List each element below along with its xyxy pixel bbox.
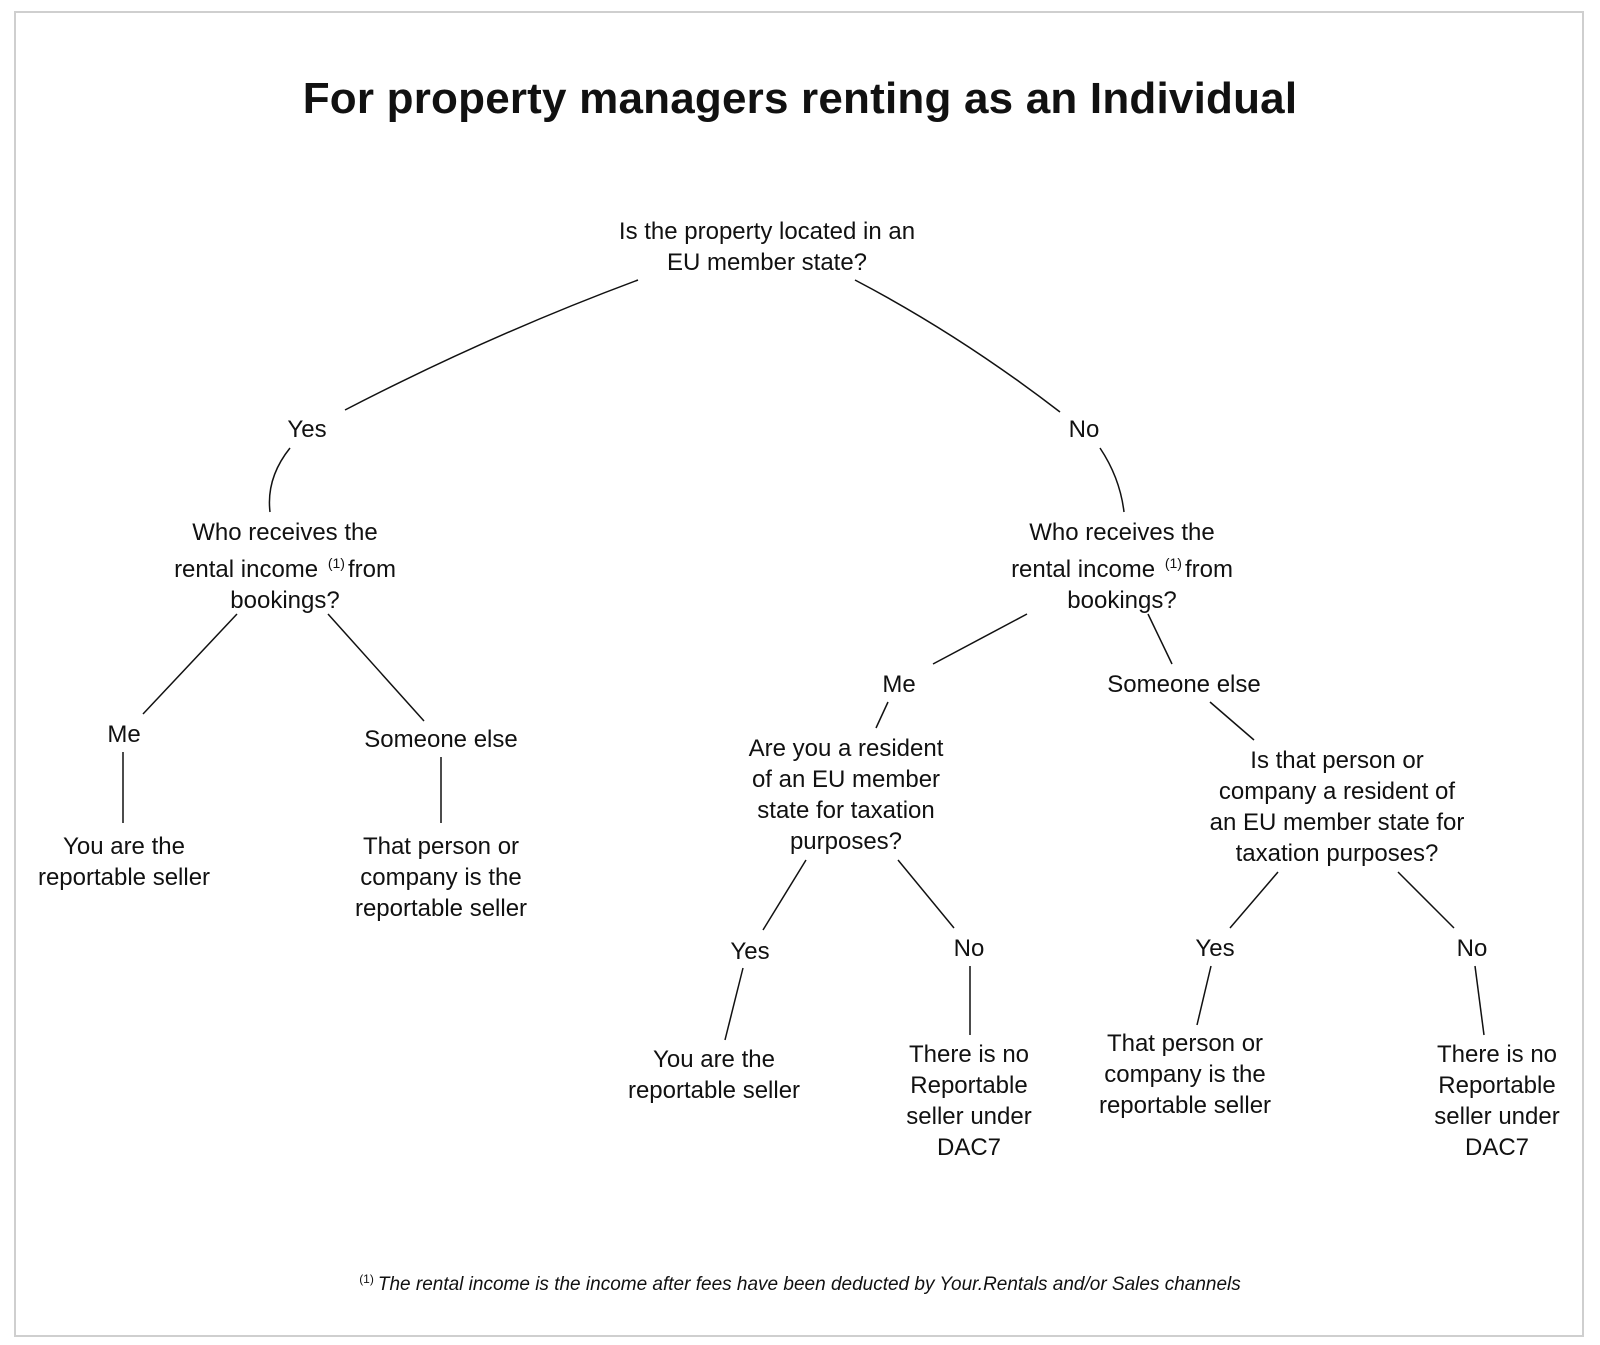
result-right-other-reportable: That person or company is the reportable… bbox=[1099, 1028, 1271, 1121]
edge-root-yes bbox=[344, 279, 639, 411]
question-line: EU member state? bbox=[666, 249, 868, 276]
result-line: seller under bbox=[906, 1103, 1032, 1130]
question-line: purposes? bbox=[789, 828, 903, 855]
answer-left-me: Me bbox=[107, 721, 141, 748]
answer-resident-other-no: No bbox=[1456, 935, 1488, 962]
question-line: of an EU member bbox=[751, 766, 941, 793]
question-line: bookings? bbox=[230, 587, 340, 614]
footnote-marker: (1) bbox=[1164, 555, 1182, 571]
result-line: reportable seller bbox=[37, 864, 211, 891]
question-line: Who receives the bbox=[1029, 519, 1215, 546]
question-line: taxation purposes? bbox=[1235, 840, 1439, 867]
result-line: DAC7 bbox=[1464, 1134, 1530, 1161]
answer-right-someone-else: Someone else bbox=[1107, 671, 1261, 698]
answer-resident-you-yes: Yes bbox=[730, 938, 770, 965]
result-line: reportable seller bbox=[1098, 1092, 1272, 1119]
edge-no-right-question bbox=[1099, 447, 1125, 513]
edge-resident-other-no bbox=[1397, 871, 1455, 929]
edge-right-question-someone bbox=[1147, 613, 1173, 665]
question-line: Is the property located in an bbox=[618, 218, 916, 245]
result-line: That person or bbox=[1106, 1030, 1264, 1057]
diagram-title: For property managers renting as an Indi… bbox=[302, 74, 1298, 123]
result-left-you-reportable: You are the reportable seller bbox=[38, 831, 210, 893]
edge-resident-you-no bbox=[897, 859, 955, 929]
result-line: You are the bbox=[63, 833, 185, 860]
question-resident-you: Are you a resident of an EU member state… bbox=[749, 733, 944, 857]
edge-left-question-me bbox=[142, 613, 238, 715]
question-text: from bbox=[1184, 556, 1233, 583]
footnote-text: The rental income is the income after fe… bbox=[377, 1274, 1241, 1295]
question-line: an EU member state for bbox=[1209, 809, 1465, 836]
result-line: seller under bbox=[1434, 1103, 1560, 1130]
result-line: There is no bbox=[908, 1041, 1030, 1068]
result-line: Reportable bbox=[1438, 1072, 1556, 1099]
question-left-income-recipient: Who receives the rental income (1)from b… bbox=[174, 517, 396, 616]
edge-resident-other-yes bbox=[1229, 871, 1279, 929]
question-property-location: Is the property located in an EU member … bbox=[619, 216, 915, 278]
result-line: DAC7 bbox=[936, 1134, 1002, 1161]
result-line: That person or bbox=[362, 833, 520, 860]
result-line: company is the bbox=[1104, 1061, 1266, 1088]
edge-right-someone-resident bbox=[1209, 701, 1255, 741]
question-text: rental income bbox=[174, 556, 319, 583]
question-line: bookings? bbox=[1067, 587, 1177, 614]
result-right-no-reportable-other: There is no Reportable seller under DAC7 bbox=[1434, 1039, 1559, 1163]
diagram-frame bbox=[14, 11, 1584, 1337]
edge-right-me-resident bbox=[875, 701, 889, 729]
question-line: Is that person or bbox=[1250, 747, 1424, 774]
result-line: Reportable bbox=[910, 1072, 1028, 1099]
edge-yes-left-question bbox=[268, 447, 291, 513]
question-line: rental income (1)from bbox=[1011, 548, 1233, 585]
question-text: rental income bbox=[1011, 556, 1156, 583]
answer-resident-you-no: No bbox=[953, 935, 985, 962]
edge-ro-yes-result bbox=[1196, 965, 1212, 1026]
edge-resident-you-yes bbox=[762, 859, 807, 931]
edge-ry-yes-result bbox=[724, 967, 744, 1041]
result-left-other-reportable: That person or company is the reportable… bbox=[355, 831, 527, 924]
result-line: company is the bbox=[360, 864, 522, 891]
result-right-you-reportable: You are the reportable seller bbox=[628, 1044, 800, 1106]
edge-ro-no-result bbox=[1474, 965, 1485, 1036]
answer-no-eu: No bbox=[1068, 416, 1100, 443]
answer-yes-eu: Yes bbox=[287, 416, 327, 443]
result-line: You are the bbox=[653, 1046, 775, 1073]
edge-left-question-someone bbox=[327, 613, 425, 722]
footnote: (1)The rental income is the income after… bbox=[0, 1272, 1600, 1296]
result-line: There is no bbox=[1436, 1041, 1558, 1068]
edge-root-no bbox=[854, 279, 1061, 413]
question-line: state for taxation bbox=[757, 797, 935, 824]
result-line: reportable seller bbox=[627, 1077, 801, 1104]
question-right-income-recipient: Who receives the rental income (1)from b… bbox=[1011, 517, 1233, 616]
question-line: Are you a resident bbox=[748, 735, 944, 762]
question-line: rental income (1)from bbox=[174, 548, 396, 585]
question-resident-other: Is that person or company a resident of … bbox=[1210, 745, 1465, 869]
footnote-marker: (1) bbox=[359, 1272, 374, 1286]
result-right-no-reportable-you: There is no Reportable seller under DAC7 bbox=[906, 1039, 1031, 1163]
question-line: Who receives the bbox=[192, 519, 378, 546]
result-line: reportable seller bbox=[354, 895, 528, 922]
answer-left-someone-else: Someone else bbox=[364, 726, 518, 753]
answer-resident-other-yes: Yes bbox=[1195, 935, 1235, 962]
answer-right-me: Me bbox=[882, 671, 916, 698]
question-text: from bbox=[347, 556, 396, 583]
question-line: company a resident of bbox=[1218, 778, 1456, 805]
edge-right-question-me bbox=[932, 613, 1028, 665]
footnote-marker: (1) bbox=[327, 555, 345, 571]
